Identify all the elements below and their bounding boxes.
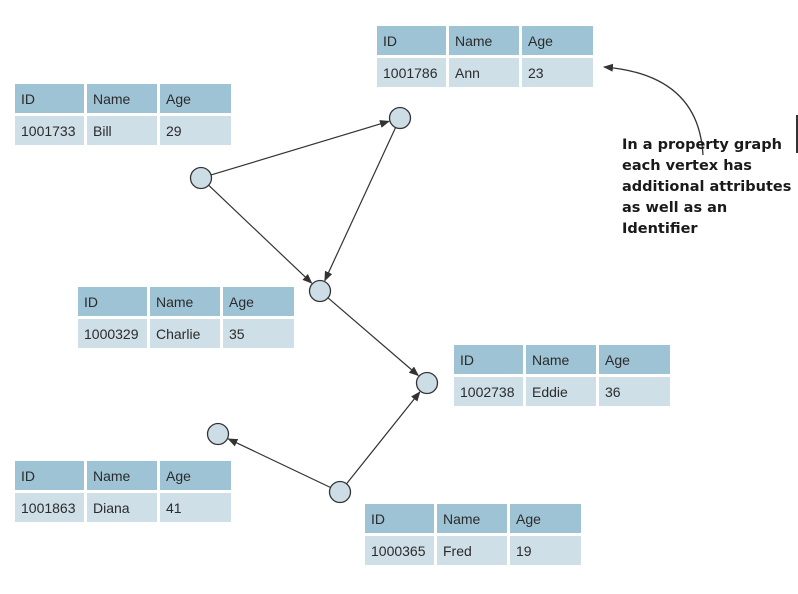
value-name: Eddie (526, 377, 596, 406)
header-name: Name (87, 84, 157, 113)
table-value-row: 1001863 Diana 41 (15, 493, 231, 522)
vertex-table-diana: ID Name Age 1001863 Diana 41 (12, 458, 234, 525)
vertex-node-fred (328, 480, 352, 504)
value-age: 36 (599, 377, 670, 406)
vertex-node-charlie (308, 279, 332, 303)
callout-line: additional attributes (622, 179, 792, 195)
header-id: ID (15, 84, 84, 113)
header-age: Age (160, 84, 231, 113)
value-age: 19 (510, 536, 581, 565)
header-age: Age (223, 287, 294, 316)
header-id: ID (78, 287, 147, 316)
value-name: Diana (87, 493, 157, 522)
vertex-table-eddie: ID Name Age 1002738 Eddie 36 (451, 342, 673, 409)
vertex-node-eddie (415, 371, 439, 395)
header-age: Age (599, 345, 670, 374)
vertex-table-ann: ID Name Age 1001786 Ann 23 (374, 23, 596, 90)
edge-ann-charlie (324, 127, 397, 282)
vertex-table-fred: ID Name Age 1000365 Fred 19 (362, 501, 584, 568)
callout-line: each vertex has (622, 158, 752, 174)
table-header-row: ID Name Age (454, 345, 670, 374)
vertices (189, 106, 439, 504)
value-id: 1001863 (15, 493, 84, 522)
header-id: ID (377, 26, 446, 55)
table-value-row: 1000365 Fred 19 (365, 536, 581, 565)
header-age: Age (160, 461, 231, 490)
value-name: Charlie (150, 319, 220, 348)
callout-arrow (603, 63, 704, 156)
value-age: 23 (522, 58, 593, 87)
value-name: Bill (87, 116, 157, 145)
table-header-row: ID Name Age (377, 26, 593, 55)
value-age: 35 (223, 319, 294, 348)
edge-fred-diana (227, 438, 331, 489)
callout-line: In a property graph (622, 137, 782, 153)
vertex-node-diana (206, 422, 230, 446)
table-header-row: ID Name Age (365, 504, 581, 533)
edge-fred-eddie (346, 391, 421, 485)
header-id: ID (365, 504, 434, 533)
value-id: 1000365 (365, 536, 434, 565)
callout-line: as well as an Identifier (622, 200, 728, 237)
edge-mark (796, 115, 798, 153)
table-value-row: 1001733 Bill 29 (15, 116, 231, 145)
value-name: Ann (449, 58, 519, 87)
table-value-row: 1000329 Charlie 35 (78, 319, 294, 348)
vertex-node-ann (388, 106, 412, 130)
value-id: 1000329 (78, 319, 147, 348)
header-id: ID (15, 461, 84, 490)
table-header-row: ID Name Age (15, 461, 231, 490)
edge-charlie-eddie (327, 297, 420, 377)
callout-text: In a property graph each vertex has addi… (622, 135, 798, 240)
edges (208, 120, 421, 489)
value-age: 29 (160, 116, 231, 145)
table-value-row: 1002738 Eddie 36 (454, 377, 670, 406)
table-header-row: ID Name Age (15, 84, 231, 113)
edge-bill-ann (210, 120, 390, 176)
header-name: Name (526, 345, 596, 374)
header-name: Name (449, 26, 519, 55)
header-name: Name (437, 504, 507, 533)
edge-bill-charlie (208, 184, 313, 284)
header-name: Name (87, 461, 157, 490)
value-id: 1001733 (15, 116, 84, 145)
header-age: Age (510, 504, 581, 533)
vertex-table-charlie: ID Name Age 1000329 Charlie 35 (75, 284, 297, 351)
header-name: Name (150, 287, 220, 316)
table-value-row: 1001786 Ann 23 (377, 58, 593, 87)
header-id: ID (454, 345, 523, 374)
table-header-row: ID Name Age (78, 287, 294, 316)
value-id: 1002738 (454, 377, 523, 406)
header-age: Age (522, 26, 593, 55)
value-age: 41 (160, 493, 231, 522)
vertex-table-bill: ID Name Age 1001733 Bill 29 (12, 81, 234, 148)
value-id: 1001786 (377, 58, 446, 87)
value-name: Fred (437, 536, 507, 565)
vertex-node-bill (189, 166, 213, 190)
